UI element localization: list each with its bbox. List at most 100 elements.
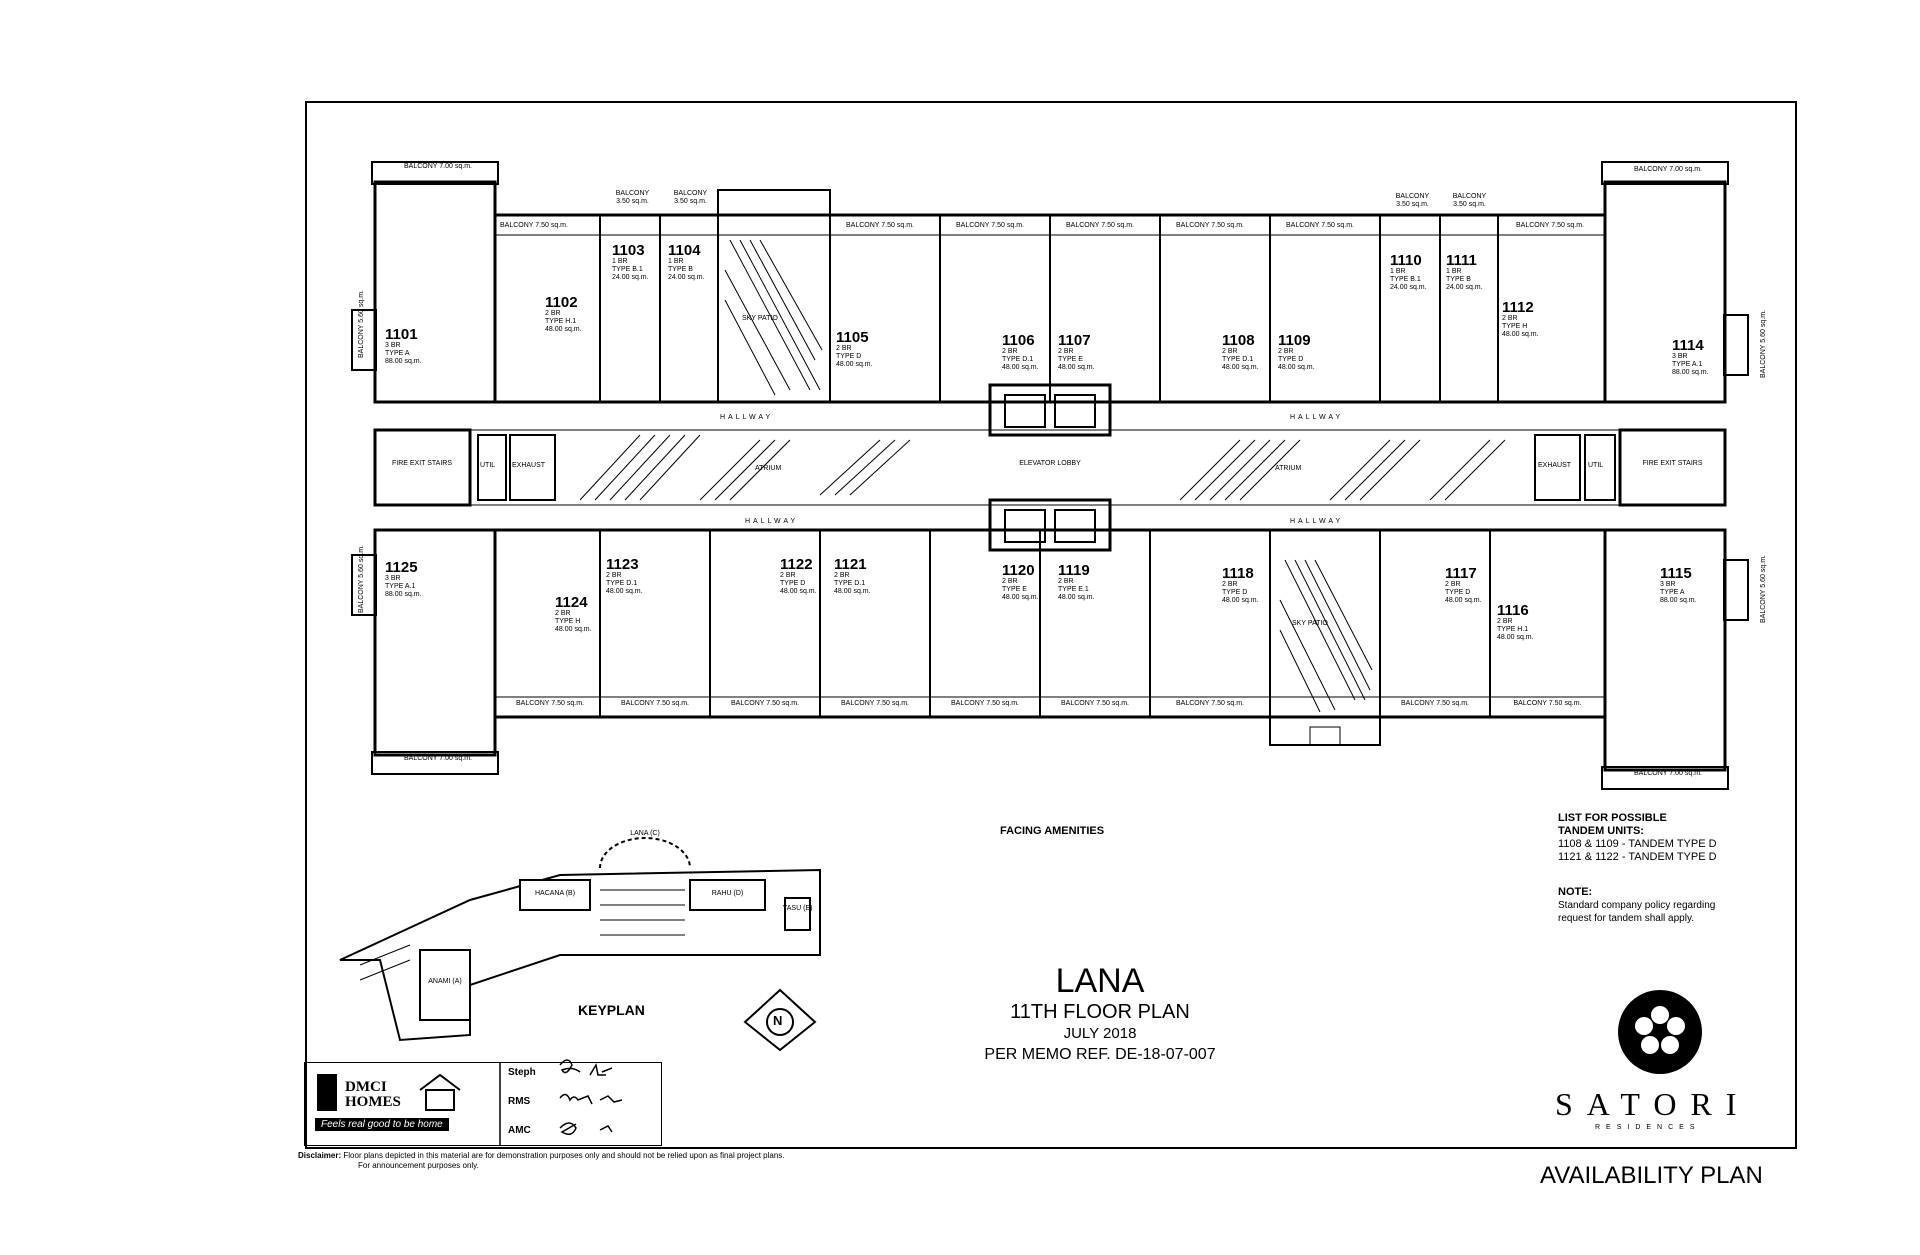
note-line-1: Standard company policy regarding [1558, 900, 1716, 911]
elevator-core-top [988, 383, 1112, 437]
fire-exit-label-right: FIRE EXIT STAIRS [1642, 460, 1703, 467]
dmci-wordmark: DMCI HOMES [345, 1079, 401, 1110]
balcony-label-1124: BALCONY 7.50 sq.m. [516, 700, 584, 707]
balcony-label-1101: BALCONY 7.00 sq.m. [404, 163, 472, 170]
unit-1115-side-balcony [1723, 559, 1749, 621]
balcony-label-1123: BALCONY 7.50 sq.m. [621, 700, 689, 707]
exhaust-right [1534, 434, 1581, 501]
balcony-label-1115: BALCONY 7.00 sq.m. [1634, 770, 1702, 777]
hallway-label-top-right: HALLWAY [1290, 414, 1344, 421]
unit-1115-outline [1603, 528, 1727, 772]
balcony-label-1108: BALCONY 7.50 sq.m. [1176, 222, 1244, 229]
balcony-label-1120: BALCONY 7.50 sq.m. [951, 700, 1019, 707]
project-title: LANA [1055, 962, 1145, 1000]
unit-1114-balcony [1601, 161, 1729, 185]
unit-1114-side-balcony [1723, 314, 1749, 376]
keyplan-hacana: HACANA (B) [534, 890, 576, 897]
sky-patio-label-top: SKY PATIO [742, 315, 778, 322]
atrium-label-right: ATRIUM [1275, 465, 1302, 472]
fire-exit-stairs-right [1618, 428, 1727, 507]
unit-1125-side-balcony [351, 554, 377, 616]
title-block: LANA 11TH FLOOR PLAN JULY 2018 PER MEMO … [950, 962, 1250, 1066]
unit-1101-outline [373, 180, 497, 404]
exhaust-left [509, 434, 556, 501]
note-title: NOTE: [1558, 886, 1593, 898]
balcony-label-1117: BALCONY 7.50 sq.m. [1401, 700, 1469, 707]
balcony-label-1116: BALCONY 7.50 sq.m. [1513, 700, 1582, 707]
north-arrow-icon [743, 988, 817, 1052]
keyplan-label: KEYPLAN [578, 1002, 645, 1018]
balcony-label-1105: BALCONY 7.50 sq.m. [846, 222, 914, 229]
exhaust-label-left: EXHAUST [512, 462, 546, 469]
balcony-label-1112: BALCONY 7.50 sq.m. [1516, 222, 1584, 229]
facing-amenities-label: FACING AMENITIES [1000, 825, 1105, 837]
disclaimer-label: Disclaimer: [298, 1151, 342, 1160]
tandem-title: LIST FOR POSSIBLE TANDEM UNITS: [1558, 812, 1667, 837]
balcony-label-1119: BALCONY 7.50 sq.m. [1061, 700, 1129, 707]
exhaust-label-right: EXHAUST [1538, 462, 1572, 469]
hallway-label-bottom-left: HALLWAY [745, 518, 799, 525]
utility-left [477, 434, 507, 501]
keyplan-lana: LANA (C) [630, 830, 660, 837]
signoff-rms: RMS [508, 1096, 531, 1107]
signoff-steph: Steph [508, 1067, 536, 1078]
keyplan-yasu: YASU (E) [782, 905, 813, 912]
keyplan-drawing [339, 837, 821, 1042]
balcony-label-1121: BALCONY 7.50 sq.m. [841, 700, 909, 707]
tandem-line-1: 1108 & 1109 - TANDEM TYPE D [1558, 838, 1717, 850]
floor-title: 11TH FLOOR PLAN [1010, 1001, 1190, 1023]
keyplan-anami: ANAMI (A) [428, 978, 462, 985]
satori-wordmark: SATORI [1555, 1086, 1751, 1122]
balcony-label-1125: BALCONY 7.00 sq.m. [404, 755, 472, 762]
residences-wordmark: RESIDENCES [1595, 1124, 1701, 1131]
balcony-label-1114: BALCONY 7.00 sq.m. [1634, 166, 1702, 173]
disclaimer-line-1: Floor plans depicted in this material ar… [343, 1151, 785, 1160]
plan-date: JULY 2018 [1063, 1025, 1137, 1042]
note-line-2: request for tandem shall apply. [1558, 913, 1695, 924]
utility-right [1584, 434, 1616, 501]
balcony-label-1102: BALCONY 7.50 sq.m. [500, 222, 568, 229]
balcony-label-1125-side: BALCONY 5.60 sq.m. [357, 545, 365, 613]
balcony-label-1115-side: BALCONY 5.60 sq.m. [1759, 555, 1767, 623]
fire-exit-label-left: FIRE EXIT STAIRS [391, 460, 453, 467]
dmci-tagline: Feels real good to be home [315, 1118, 449, 1131]
dmci-logo-box [304, 1062, 662, 1146]
balcony-label-1101-side: BALCONY 5.60 sq.m. [357, 290, 365, 358]
balcony-label-1122: BALCONY 7.50 sq.m. [731, 700, 799, 707]
memo-ref: PER MEMO REF. DE-18-07-007 [984, 1046, 1216, 1063]
utility-label-right: UTIL [1588, 462, 1604, 469]
balcony-label-1107: BALCONY 7.50 sq.m. [1066, 222, 1134, 229]
bottom-wing-outline [493, 528, 1607, 719]
notes-panel: LIST FOR POSSIBLE TANDEM UNITS: 1108 & 1… [1558, 812, 1717, 925]
dmci-house-icon [317, 1073, 461, 1111]
fire-exit-stairs-left [373, 428, 472, 507]
disclaimer: Disclaimer: Floor plans depicted in this… [298, 1151, 785, 1171]
satori-flower-icon [1618, 990, 1702, 1074]
